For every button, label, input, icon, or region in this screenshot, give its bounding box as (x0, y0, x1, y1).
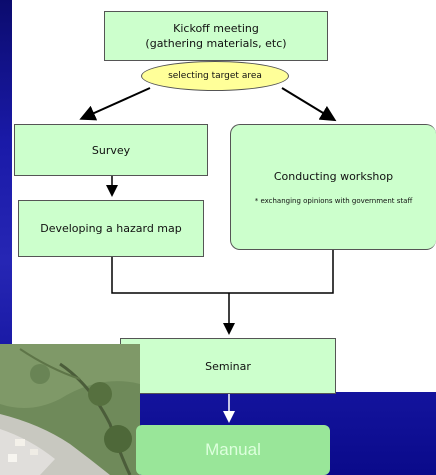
seminar-label: Seminar (205, 359, 251, 373)
arrow-to-workshop (281, 87, 337, 122)
kickoff-meeting-label: Kickoff meeting (173, 22, 259, 35)
hazard-map-label: Developing a hazard map (40, 222, 182, 235)
survey-label: Survey (91, 143, 131, 157)
arrow-to-survey (79, 87, 151, 121)
merge-lines (111, 250, 334, 294)
seminar-box: Seminar (120, 338, 336, 394)
manual-label: Manual (205, 440, 261, 459)
survey-box: Survey (14, 124, 208, 176)
workshop-box: Conducting workshop * exchanging opinion… (230, 124, 436, 250)
manual-box: Manual (136, 425, 330, 475)
workshop-note: * exchanging opinions with government st… (254, 196, 413, 205)
kickoff-meeting-box: Kickoff meeting (gathering materials, et… (104, 11, 328, 61)
selecting-target-area-oval: selecting target area (141, 61, 289, 91)
landscape-photo (0, 344, 140, 475)
hazard-map-box: Developing a hazard map (18, 200, 204, 257)
kickoff-meeting-sublabel: (gathering materials, etc) (145, 37, 287, 50)
workshop-label: Conducting workshop (273, 169, 394, 183)
